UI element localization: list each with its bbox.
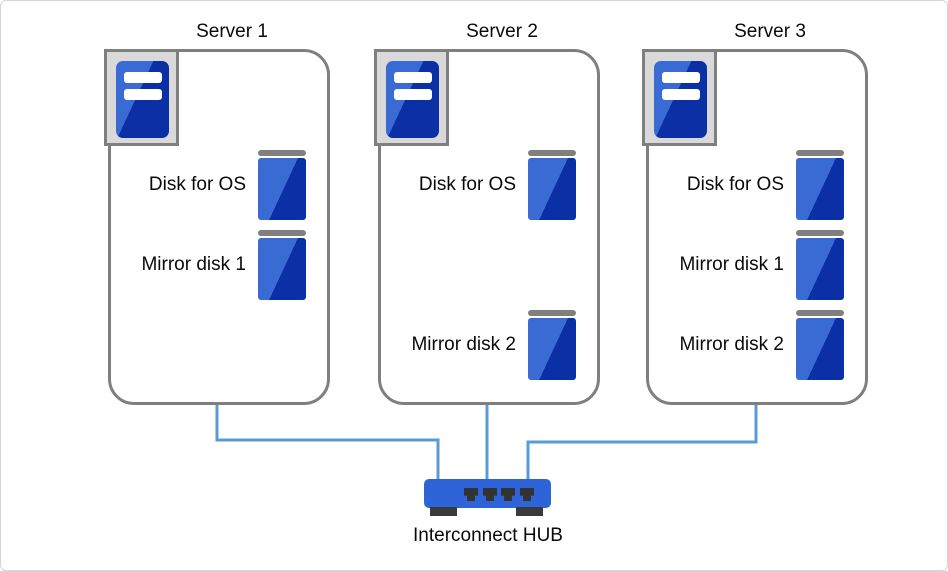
tower-graphic — [654, 61, 707, 138]
hub-foot — [430, 507, 457, 516]
disk-icon — [258, 150, 306, 220]
disk-label: Mirror disk 1 — [141, 254, 246, 275]
disk-row-os: Disk for OS — [419, 150, 576, 220]
disk-row-mirror1: Mirror disk 1 — [679, 230, 844, 300]
disk-label: Mirror disk 2 — [411, 334, 516, 355]
disk-label: Disk for OS — [686, 174, 784, 195]
server-1-group: Server 1 Disk for OS Mirror disk 1 — [104, 1, 330, 441]
server-1-title: Server 1 — [196, 21, 268, 42]
server-tower-icon — [374, 49, 449, 146]
tower-graphic — [116, 61, 169, 138]
server-3-group: Server 3 Disk for OS Mirror disk 1 Mirro… — [642, 1, 868, 441]
hub-port-icon — [464, 488, 478, 501]
tower-graphic — [386, 61, 439, 138]
disk-icon — [796, 230, 844, 300]
disk-label: Mirror disk 1 — [679, 254, 784, 275]
hub-port-icon — [520, 488, 534, 501]
hub-foot — [516, 507, 543, 516]
server-2-group: Server 2 Disk for OS Mirror disk 2 — [374, 1, 600, 441]
server-tower-icon — [104, 49, 179, 146]
disk-row-mirror1: Mirror disk 1 — [141, 230, 306, 300]
disk-row-mirror2: Mirror disk 2 — [411, 310, 576, 380]
disk-icon — [796, 310, 844, 380]
disk-row-os: Disk for OS — [149, 150, 306, 220]
hub-port-icon — [483, 488, 497, 501]
disk-label: Disk for OS — [418, 174, 516, 195]
disk-row-mirror2: Mirror disk 2 — [679, 310, 844, 380]
interconnect-hub-icon — [424, 479, 551, 517]
disk-icon — [258, 230, 306, 300]
disk-label: Disk for OS — [148, 174, 246, 195]
hub-port-icon — [501, 488, 515, 501]
disk-icon — [528, 150, 576, 220]
disk-icon — [796, 150, 844, 220]
disk-row-os: Disk for OS — [687, 150, 844, 220]
server-2-title: Server 2 — [466, 21, 538, 42]
server-tower-icon — [642, 49, 717, 146]
disk-label: Mirror disk 2 — [679, 334, 784, 355]
disk-icon — [528, 310, 576, 380]
server-3-title: Server 3 — [734, 21, 806, 42]
hub-label: Interconnect HUB — [413, 525, 563, 546]
